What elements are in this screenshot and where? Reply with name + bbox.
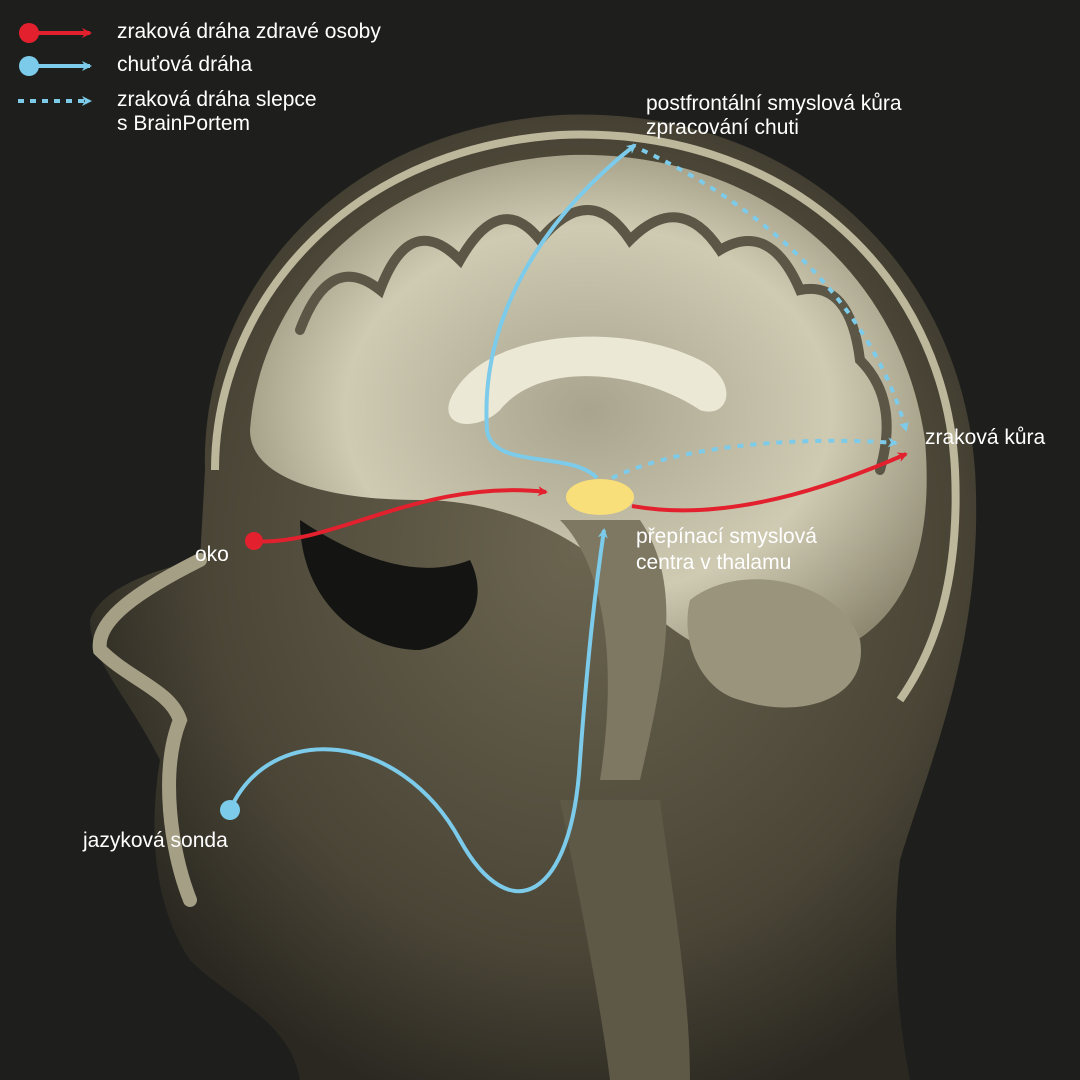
legend-symbol-blue bbox=[19, 56, 92, 76]
label-visual-cortex: zraková kůra bbox=[925, 426, 1046, 449]
legend-label-brainport-1: zraková dráha slepce bbox=[117, 88, 317, 111]
label-tongue-probe: jazyková sonda bbox=[83, 829, 228, 852]
face bbox=[92, 553, 207, 907]
cerebellum bbox=[687, 579, 861, 708]
eye-dot bbox=[245, 532, 263, 550]
brainstem bbox=[560, 520, 667, 780]
taste-path-upper bbox=[484, 143, 637, 480]
legend-label-taste: chuťová dráha bbox=[117, 53, 253, 76]
label-postfrontal-2: zpracování chuti bbox=[646, 116, 799, 139]
tongue-probe-dot bbox=[220, 800, 240, 820]
airway bbox=[300, 520, 478, 650]
legend-label-brainport-2: s BrainPortem bbox=[117, 112, 251, 135]
visual-path-healthy-1 bbox=[252, 486, 548, 544]
legend-symbol-red bbox=[19, 23, 92, 43]
visual-path-healthy-2 bbox=[631, 452, 908, 513]
gyri bbox=[295, 205, 892, 475]
brain bbox=[250, 154, 927, 666]
thalamus-marker bbox=[566, 479, 634, 515]
spine bbox=[560, 800, 690, 1080]
taste-path-lower bbox=[228, 528, 608, 894]
legend-label-visual-healthy: zraková dráha zdravé osoby bbox=[117, 20, 381, 43]
brainport-path-1 bbox=[641, 148, 909, 432]
label-thalamus-1: přepínací smyslová bbox=[636, 525, 817, 548]
corpus-callosum bbox=[448, 336, 727, 424]
label-thalamus-2: centra v thalamu bbox=[636, 551, 792, 574]
skull-outline bbox=[211, 130, 960, 703]
label-postfrontal-1: postfrontální smyslová kůra bbox=[646, 92, 902, 115]
label-eye: oko bbox=[195, 543, 229, 566]
brainport-path-2 bbox=[611, 437, 898, 480]
